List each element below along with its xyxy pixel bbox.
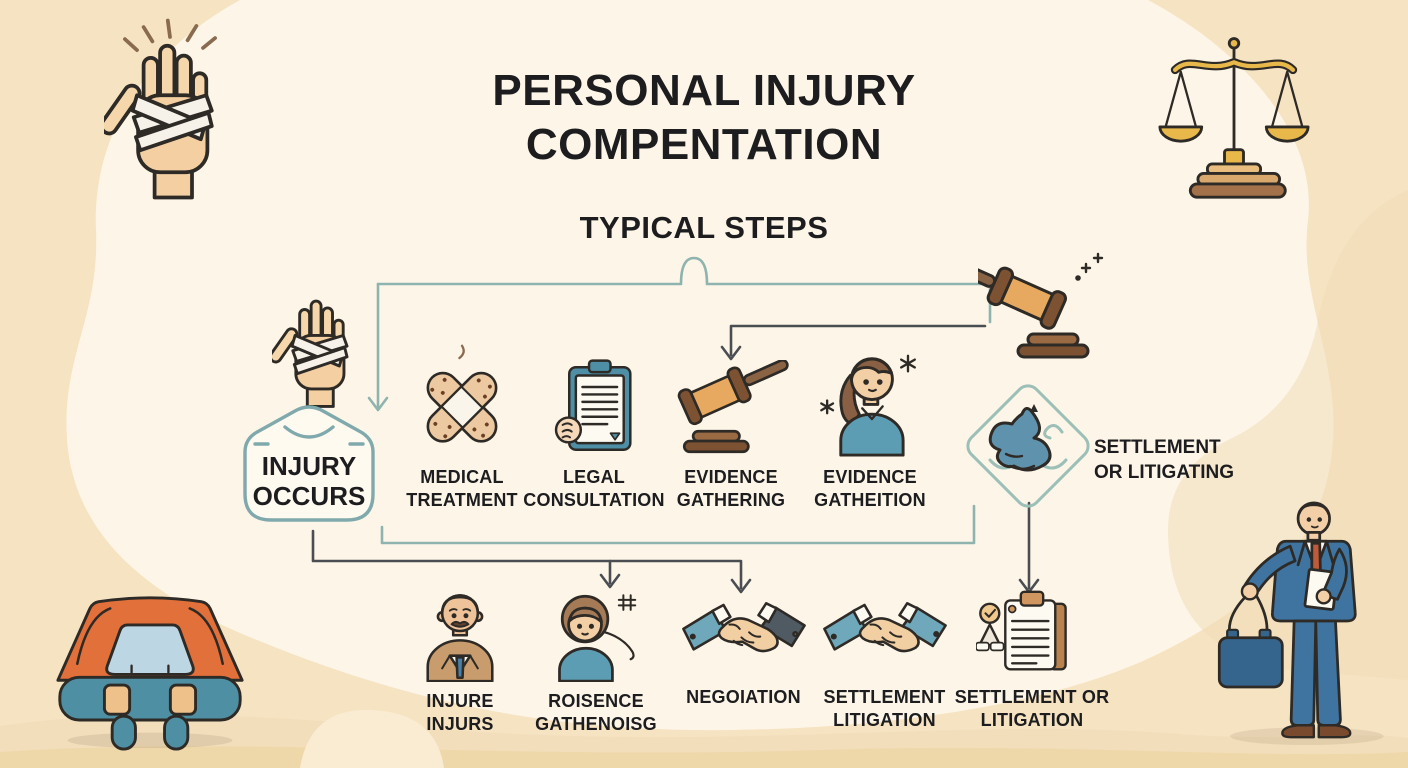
step-settlement-or-litigation: SETTLEMENT OR LITIGATION (947, 588, 1117, 731)
scales-of-justice-icon (1158, 30, 1310, 201)
step-label: LEGAL CONSULTATION (523, 467, 665, 510)
injured-woman-icon (811, 354, 929, 458)
crossed-bandages-icon (408, 344, 516, 458)
step-evidence-gatheition: EVIDENCE GATHEITION (790, 354, 950, 511)
step-settlement-litigation: SETTLEMENT LITIGATION (802, 588, 967, 731)
abstract-handshake-blob (988, 407, 1052, 472)
teal-return-rail (380, 504, 976, 545)
step-legal-consultation: LEGAL CONSULTATION (514, 354, 674, 511)
step-settlement-or-litigating-label: SETTLEMENT OR LITIGATING (1094, 437, 1235, 483)
start-badge: INJURY OCCURS (231, 400, 387, 530)
dark-arrowhead-evidence (720, 345, 742, 361)
teal-top-rail (376, 256, 992, 286)
dark-arrowhead-roisence (599, 573, 621, 589)
claim-checklist-icon (976, 588, 1088, 678)
handshake-icon (680, 588, 808, 678)
step-label: SETTLEMENT LITIGATION (823, 687, 946, 730)
dark-gavel-link (729, 324, 987, 357)
step-medical-treatment: MEDICAL TREATMENT (382, 344, 542, 511)
step-label: INJURE INJURS (426, 691, 494, 734)
dark-bottom-rail (311, 529, 743, 590)
step-label: NEGOIATION (686, 687, 801, 707)
step-label: ROISENCE GATHENOISG (535, 691, 657, 734)
step-negoiation: NEGOIATION (661, 588, 826, 709)
page-title: PERSONAL INJURY COMPENTATION (492, 66, 916, 169)
start-label: INJURY OCCURS (252, 451, 366, 511)
step-evidence-gathering: EVIDENCE GATHERING (651, 360, 811, 511)
badge-outline-icon (243, 405, 375, 522)
suited-man-icon (407, 586, 513, 682)
page-subtitle: TYPICAL STEPS (579, 210, 829, 245)
handshake-diamond-icon (960, 382, 1096, 510)
crashed-car-icon (48, 592, 252, 752)
step-label: EVIDENCE GATHERING (676, 467, 786, 510)
step-label: SETTLEMENT OR LITIGATION (954, 687, 1110, 730)
step-injure-injurs: INJURE INJURS (380, 586, 540, 735)
bandaged-hand-small-icon (272, 282, 364, 408)
lawyer-with-bag-icon (1212, 492, 1392, 748)
step-label: MEDICAL TREATMENT (406, 467, 518, 510)
teal-arrowhead (367, 396, 389, 412)
asterisk-marks (820, 354, 916, 415)
dark-arrowhead-negotiation (730, 578, 752, 594)
bandaged-hand-icon (104, 18, 236, 200)
step-label: EVIDENCE GATHEITION (814, 467, 926, 510)
handshake-teal-icon (821, 588, 949, 678)
gavel-sparkles-icon (978, 252, 1118, 364)
hash-mark (617, 594, 637, 611)
step-roisence-gathenoisg: ROISENCE GATHENOISG (516, 588, 676, 735)
gavel-icon (665, 360, 797, 458)
woman-with-bob-icon (532, 588, 660, 682)
sparkles (1075, 252, 1104, 281)
clipboard-with-fist-icon (544, 354, 644, 458)
